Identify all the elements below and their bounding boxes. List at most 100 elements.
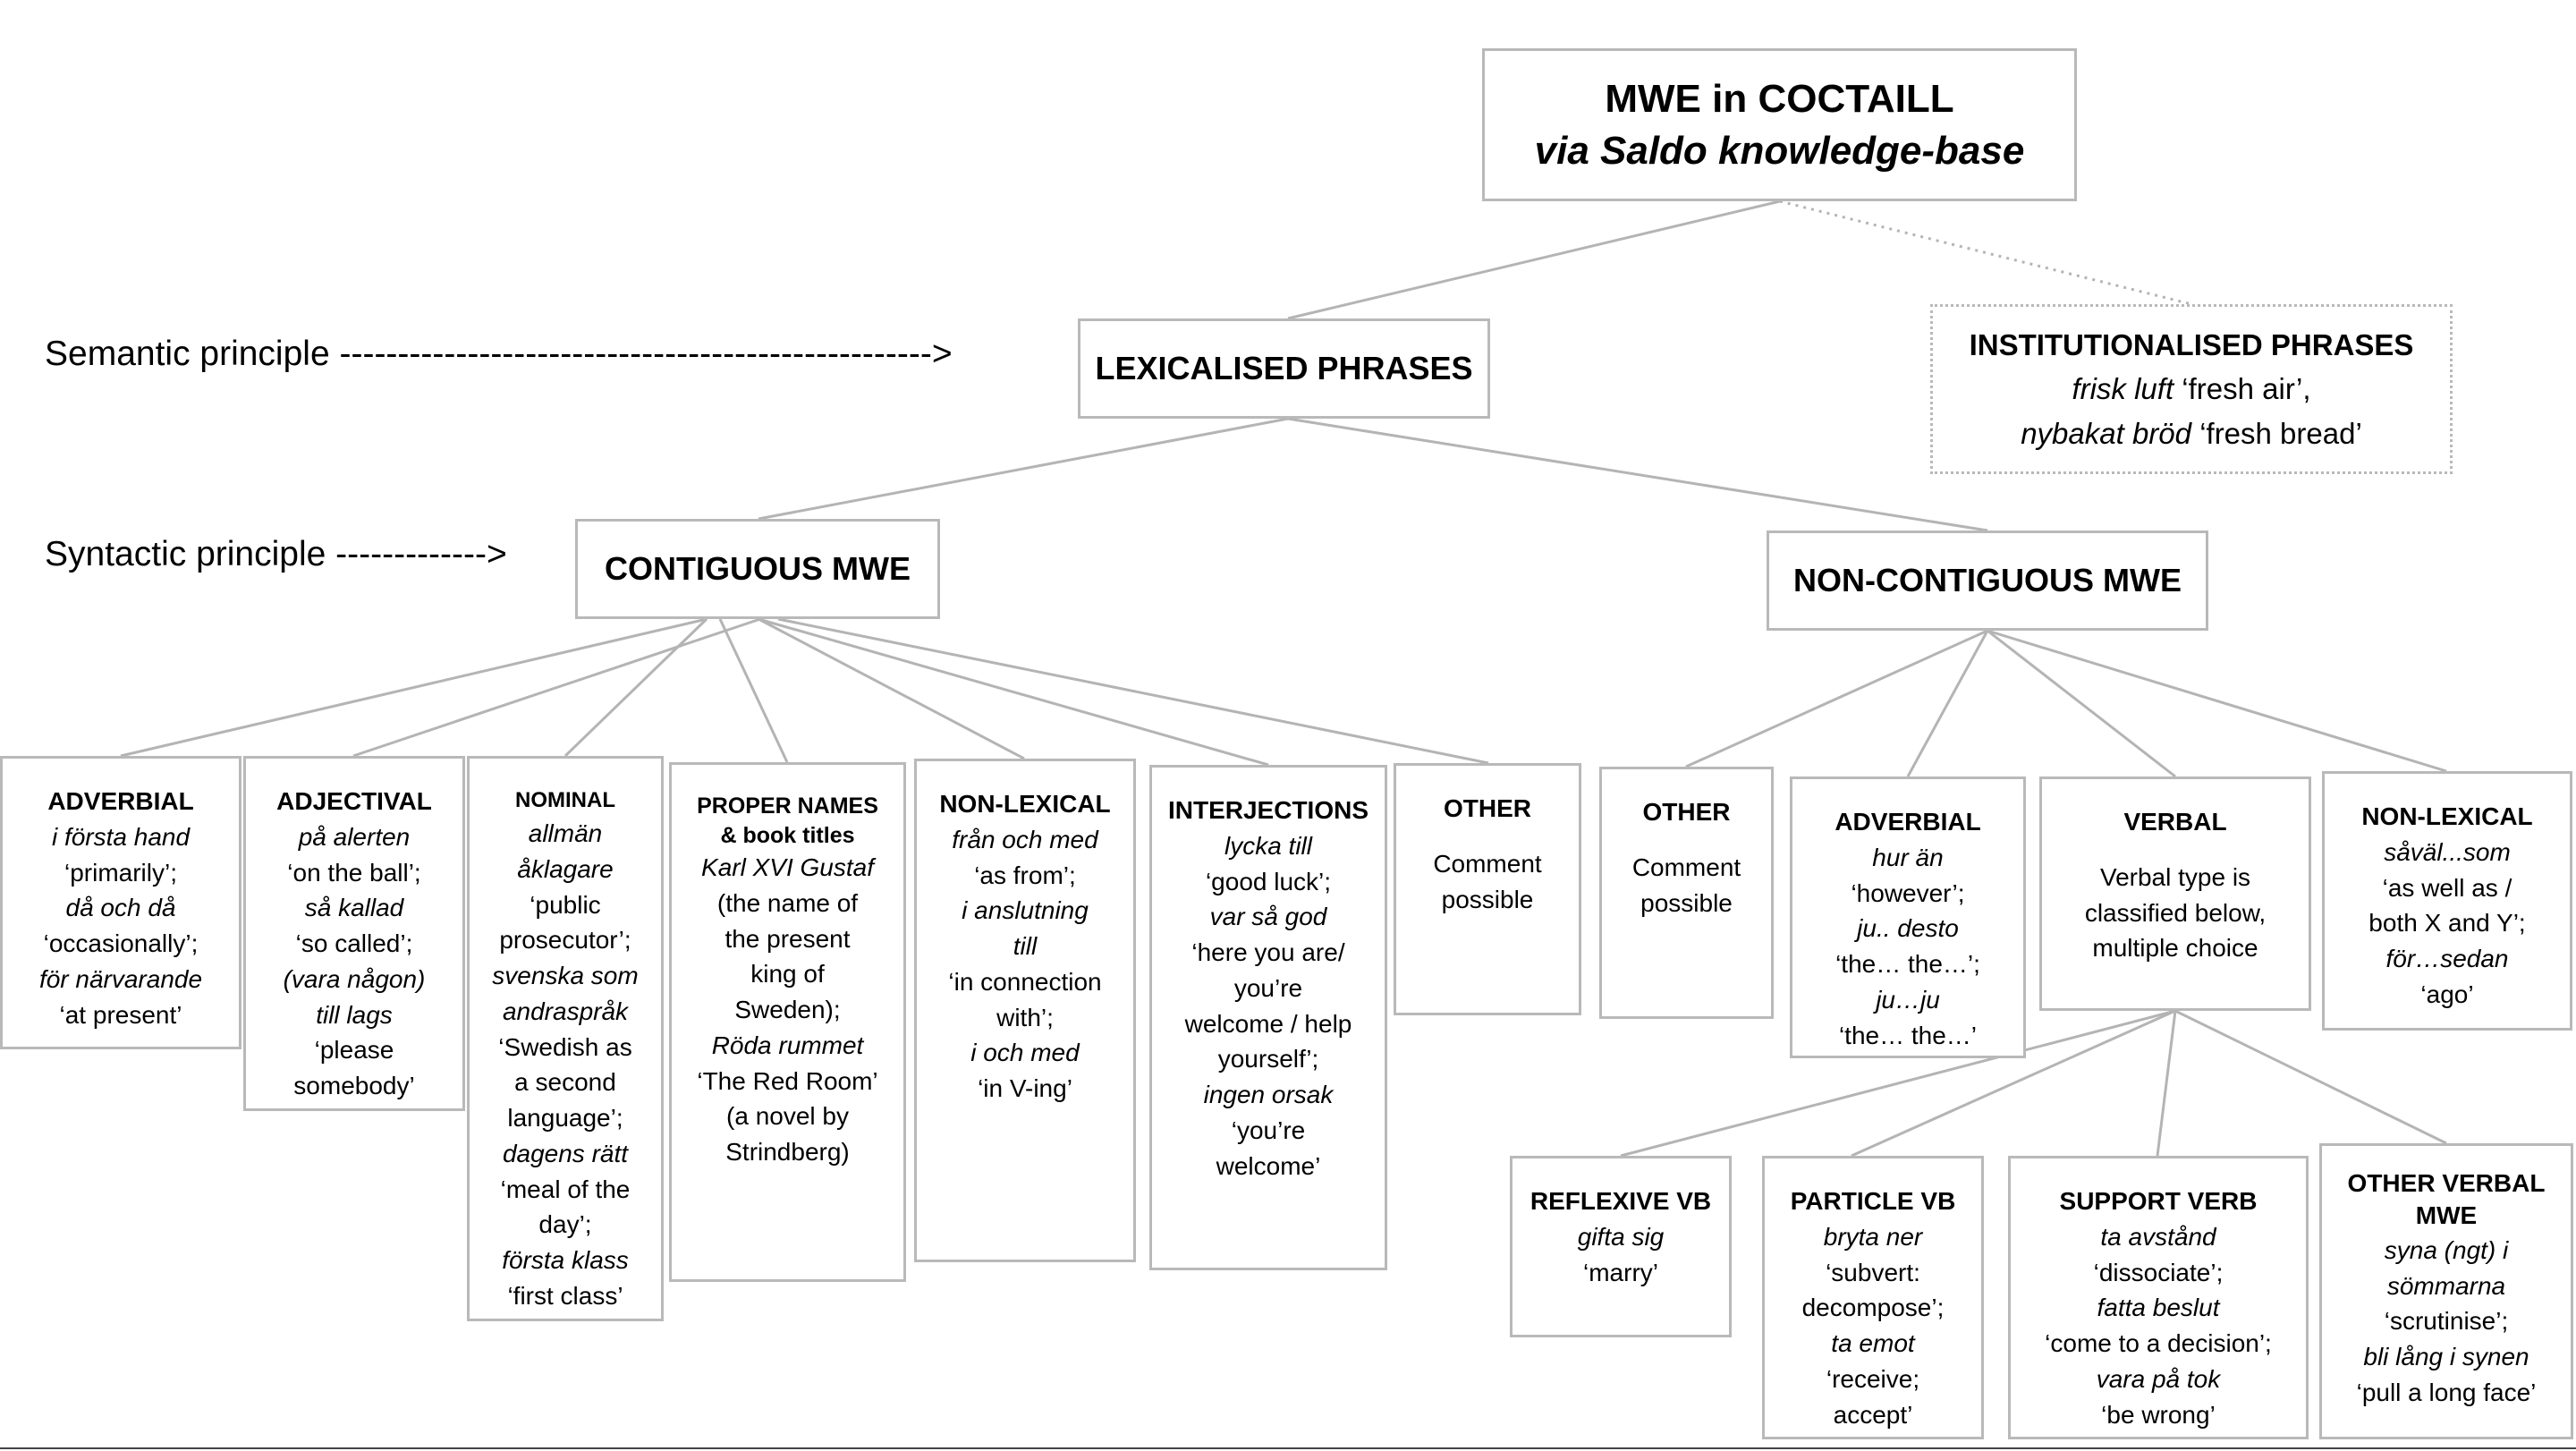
particle-line: ‘receive; [1826,1364,1920,1393]
other-n-line: Comment [1631,853,1741,881]
reflexive-line: gifta sig [1577,1222,1665,1251]
edge-lexicalised-contiguous [758,417,1289,521]
other-n-title: OTHER [1642,798,1731,826]
edge-contiguous-adverbial [120,617,708,758]
institutionalised-example-2: nybakat bröd ‘fresh bread’ [2021,416,2362,450]
adverbial-line: ‘at present’ [59,1000,182,1029]
other-verbal-line: bli lång i synen [2363,1343,2529,1371]
adverbial-line: ‘primarily’; [64,858,177,887]
nonlexical-c-line: till [1013,932,1038,960]
adverbial-n-line: ju…ju [1876,985,1940,1014]
interjections-line: welcome’ [1216,1151,1321,1180]
support-line: fatta beslut [2097,1294,2220,1322]
adjectival-line: ‘so called’; [295,929,413,957]
nominal-line: allmän [528,819,603,848]
nominal-line: andraspråk [502,997,629,1025]
support-verb-node: SUPPORT VERB ta avstånd ‘dissociate’; fa… [2008,1156,2309,1439]
reflexive-line: ‘marry’ [1583,1258,1658,1286]
particle-line: ‘subvert: [1826,1258,1920,1286]
edge-verbal-particle [1851,1009,2176,1158]
adverbial-n-line: ‘however’; [1851,878,1965,907]
support-line: ta avstånd [2100,1222,2216,1251]
edge-verbal-otherverbal [2174,1009,2447,1145]
nonlexical-n-title: NON-LEXICAL [2361,802,2533,830]
institutionalised-example-1: frisk luft ‘fresh air’, [2072,372,2311,406]
edge-noncontiguous-nonlexical [1987,629,2447,773]
nonlexical-n-line: såväl...som [2384,837,2511,866]
reflexive-vb-node: REFLEXIVE VB gifta sig ‘marry’ [1510,1156,1732,1337]
edge-contiguous-interjections [758,617,1269,767]
verbal-line: Verbal type is [2099,862,2251,891]
contiguous-mwe-node: CONTIGUOUS MWE [575,519,940,619]
nominal-line: day’; [538,1210,592,1239]
other-c-title: OTHER [1444,794,1531,822]
adverbial-title: ADVERBIAL [47,787,194,815]
adverbial-node: ADVERBIAL i första hand ‘primarily’; då … [0,756,242,1049]
nominal-line: ‘public [530,890,601,919]
nominal-node: NOMINAL allmän åklagare ‘public prosecut… [467,756,664,1321]
adverbial-line: för närvarande [38,964,203,993]
proper-names-line: Sweden); [734,996,841,1023]
interjections-line: yourself’; [1217,1045,1319,1073]
nonlexical-n-line: ‘ago’ [2420,980,2474,1008]
support-line: vara på tok [2096,1364,2221,1393]
other-verbal-line: syna (ngt) i [2384,1235,2509,1264]
adjectival-line: ‘on the ball’; [287,858,421,887]
support-title: SUPPORT VERB [2059,1187,2258,1215]
particle-vb-node: PARTICLE VB bryta ner ‘subvert: decompos… [1762,1156,1984,1439]
other-c-line: Comment [1433,849,1542,878]
edge-contiguous-nonlexical [758,617,1025,760]
non-contiguous-mwe-node: NON-CONTIGUOUS MWE [1767,530,2208,631]
other-noncontiguous-node: OTHER Comment possible [1599,767,1774,1019]
root-title: MWE in COCTAILL [1605,77,1954,122]
edge-contiguous-adjectival [352,617,761,758]
edge-verbal-reflexive [1620,1009,2176,1158]
semantic-principle-label: Semantic principle ---------------------… [45,335,953,373]
particle-line: ta emot [1831,1329,1915,1357]
other-c-line: possible [1441,885,1534,913]
bottom-border [0,1447,2576,1449]
nominal-line: svenska som [492,962,639,990]
root-node: MWE in COCTAILL via Saldo knowledge-base [1482,48,2077,201]
edge-contiguous-other [777,617,1489,765]
interjections-line: ingen orsak [1203,1081,1334,1108]
edge-root-lexicalised [1287,199,1781,320]
non-lexical-noncontiguous-node: NON-LEXICAL såväl...som ‘as well as / bo… [2322,771,2572,1031]
edge-contiguous-propernames [718,618,789,763]
support-line: ‘come to a decision’; [2045,1329,2272,1357]
nominal-line: dagens rätt [502,1139,629,1167]
nonlexical-c-title: NON-LEXICAL [939,790,1111,818]
interjections-node: INTERJECTIONS lycka till ‘good luck’; va… [1149,765,1387,1270]
interjections-line: var så god [1209,903,1327,931]
reflexive-title: REFLEXIVE VB [1530,1187,1712,1215]
proper-names-subtitle: & book titles [720,822,855,848]
support-line: ‘be wrong’ [2101,1400,2216,1429]
particle-title: PARTICLE VB [1790,1187,1956,1215]
proper-names-line: (a novel by [726,1102,849,1131]
proper-names-line: king of [750,960,825,989]
nonlexical-c-line: ‘as from’; [974,861,1076,889]
edge-contiguous-nominal [564,617,708,758]
proper-names-line: Röda rummet [711,1031,864,1059]
adverbial-line: då och då [65,894,176,922]
proper-names-line: the present [724,924,851,953]
particle-line: bryta ner [1823,1222,1923,1251]
other-n-line: possible [1640,888,1733,917]
nominal-line: language’; [507,1104,623,1133]
edge-verbal-support [2156,1010,2177,1157]
adjectival-line: på alerten [298,822,411,851]
adverbial-n-line: ‘the… the…’; [1835,950,1980,978]
nonlexical-c-line: ‘in connection [948,967,1102,996]
nominal-line: prosecutor’; [499,926,631,955]
lexicalised-phrases-node: LEXICALISED PHRASES [1078,318,1490,419]
nonlexical-n-line: för…sedan [2385,945,2509,972]
nominal-line: a second [514,1068,616,1097]
other-contiguous-node: OTHER Comment possible [1394,763,1581,1015]
verbal-title: VERBAL [2123,808,2227,836]
nominal-line: ‘first class’ [507,1281,623,1310]
adverbial-n-title: ADVERBIAL [1835,808,1981,836]
adverbial-n-line: ‘the… the…’ [1838,1021,1978,1049]
nonlexical-c-line: ‘in V-ing’ [978,1074,1072,1102]
edge-noncontiguous-other [1685,629,1988,768]
adjectival-line: (vara någon) [283,964,426,993]
